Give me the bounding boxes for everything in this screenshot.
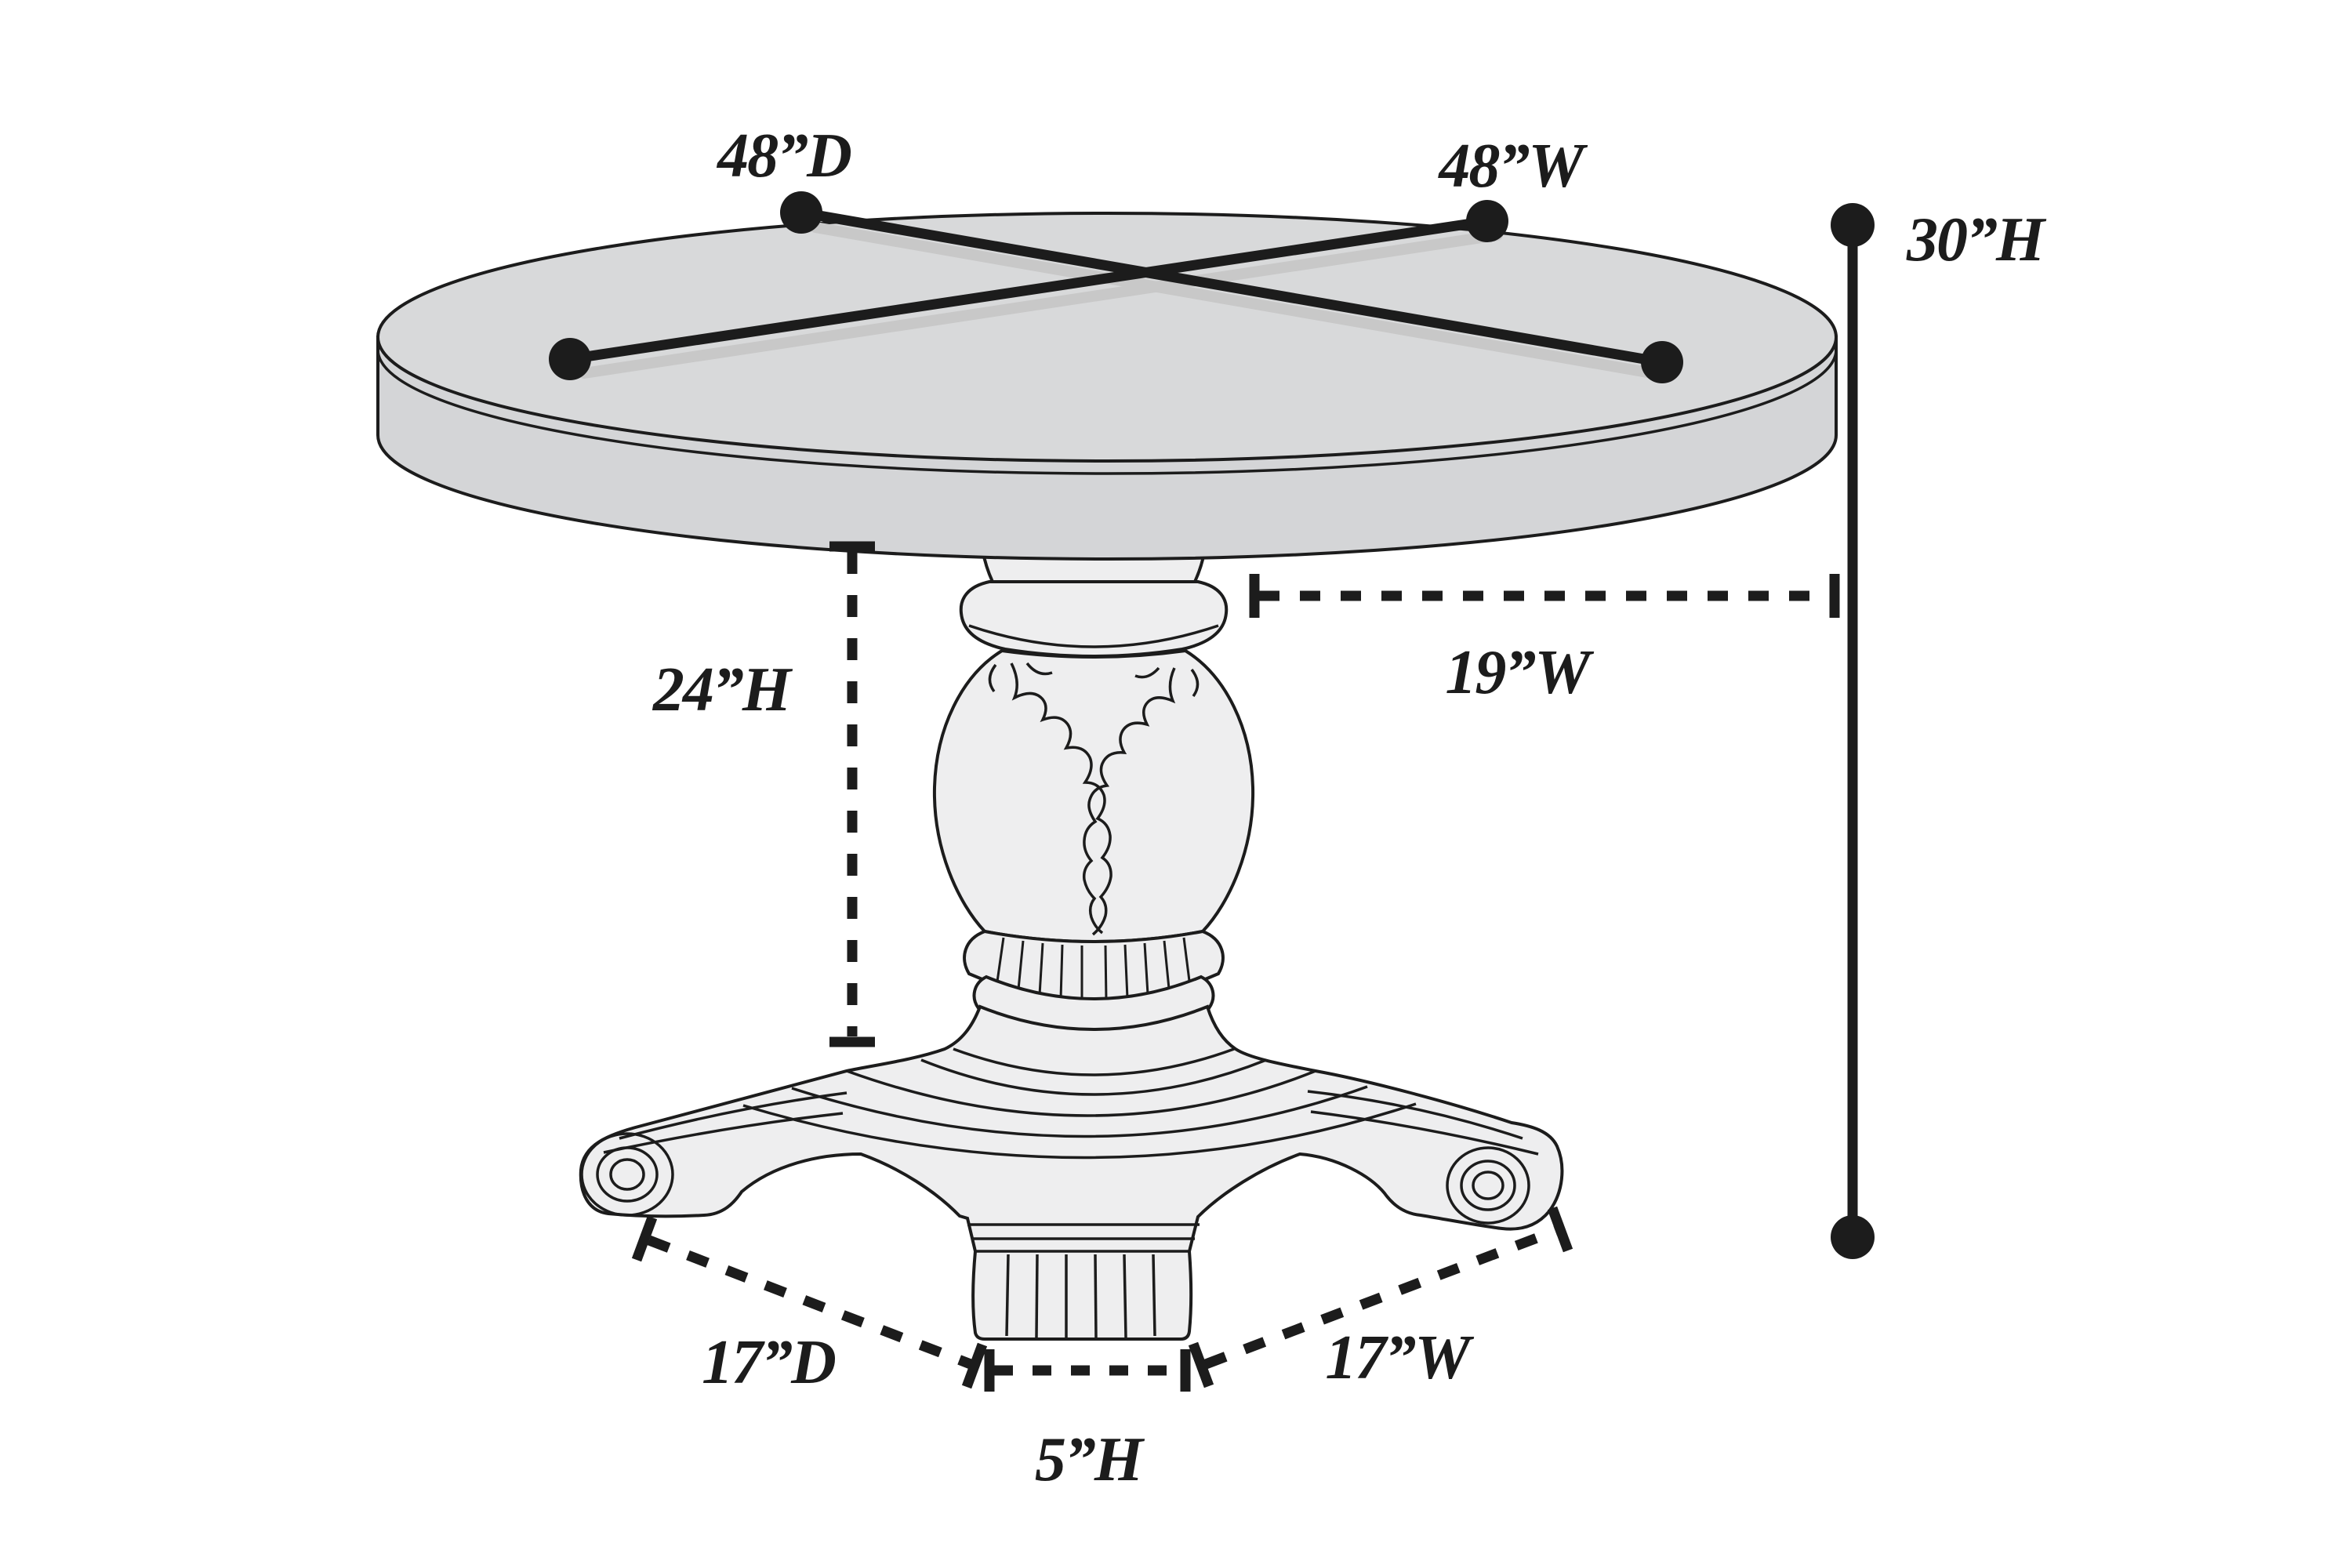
tabletop-surface [376,212,1838,463]
dim-end-tick [961,1342,988,1389]
label-top-width: 48”W [1437,132,1588,201]
dim-endpoint-dot [1466,200,1508,242]
pedestal-collar [959,580,1229,658]
dim-endpoint-dot [780,191,822,234]
dim-endpoint-dot [549,338,591,380]
dim-top-depth [780,191,1683,383]
label-base-width: 17”W [1325,1323,1474,1392]
dim-top-depth-line [800,207,1664,368]
dim-foot-height [984,1349,1191,1392]
tabletop-bevel-line [376,349,1838,475]
gadroon-ring [963,929,1225,1003]
dim-endpoint-dot [1831,203,1875,247]
label-overall-height: 30”H [1906,205,2047,274]
dim-base-depth [631,1215,988,1389]
label-clearance-width: 19”W [1445,638,1594,707]
dimension-line-shadows [579,222,1675,382]
dim-end-tick [1547,1206,1573,1253]
dim-top-width-line [569,216,1488,365]
dim-top-width [549,200,1508,380]
dim-endpoint-dot [1641,341,1683,383]
dim-end-tick [1188,1341,1214,1388]
urn-leaf-carving [988,662,1200,936]
table-base [579,1004,1564,1341]
dim-base-depth-line [647,1235,973,1370]
platform-moldings [603,1047,1539,1160]
pedestal-column [932,500,1255,1034]
dim-base-width [1188,1206,1573,1388]
label-pedestal-height: 24”H [652,655,793,724]
label-foot-height: 5”H [1035,1425,1145,1494]
label-top-depth: 48”D [716,122,851,191]
pedestal-collar-underline [968,624,1219,648]
dim-base-width-line [1203,1225,1558,1370]
dim-clearance-width [1249,574,1840,618]
label-base-depth: 17”D [702,1328,835,1397]
dim-overall-height [1831,203,1875,1259]
dim-end-tick [631,1215,658,1262]
tabletop [376,212,1838,561]
gadroon-flutes [996,937,1191,1002]
left-scroll-foot [580,1132,674,1217]
dim-pedestal-height [829,541,875,1047]
center-foot [967,1223,1200,1339]
right-scroll-foot [1446,1146,1530,1225]
dim-endpoint-dot [1831,1215,1875,1259]
